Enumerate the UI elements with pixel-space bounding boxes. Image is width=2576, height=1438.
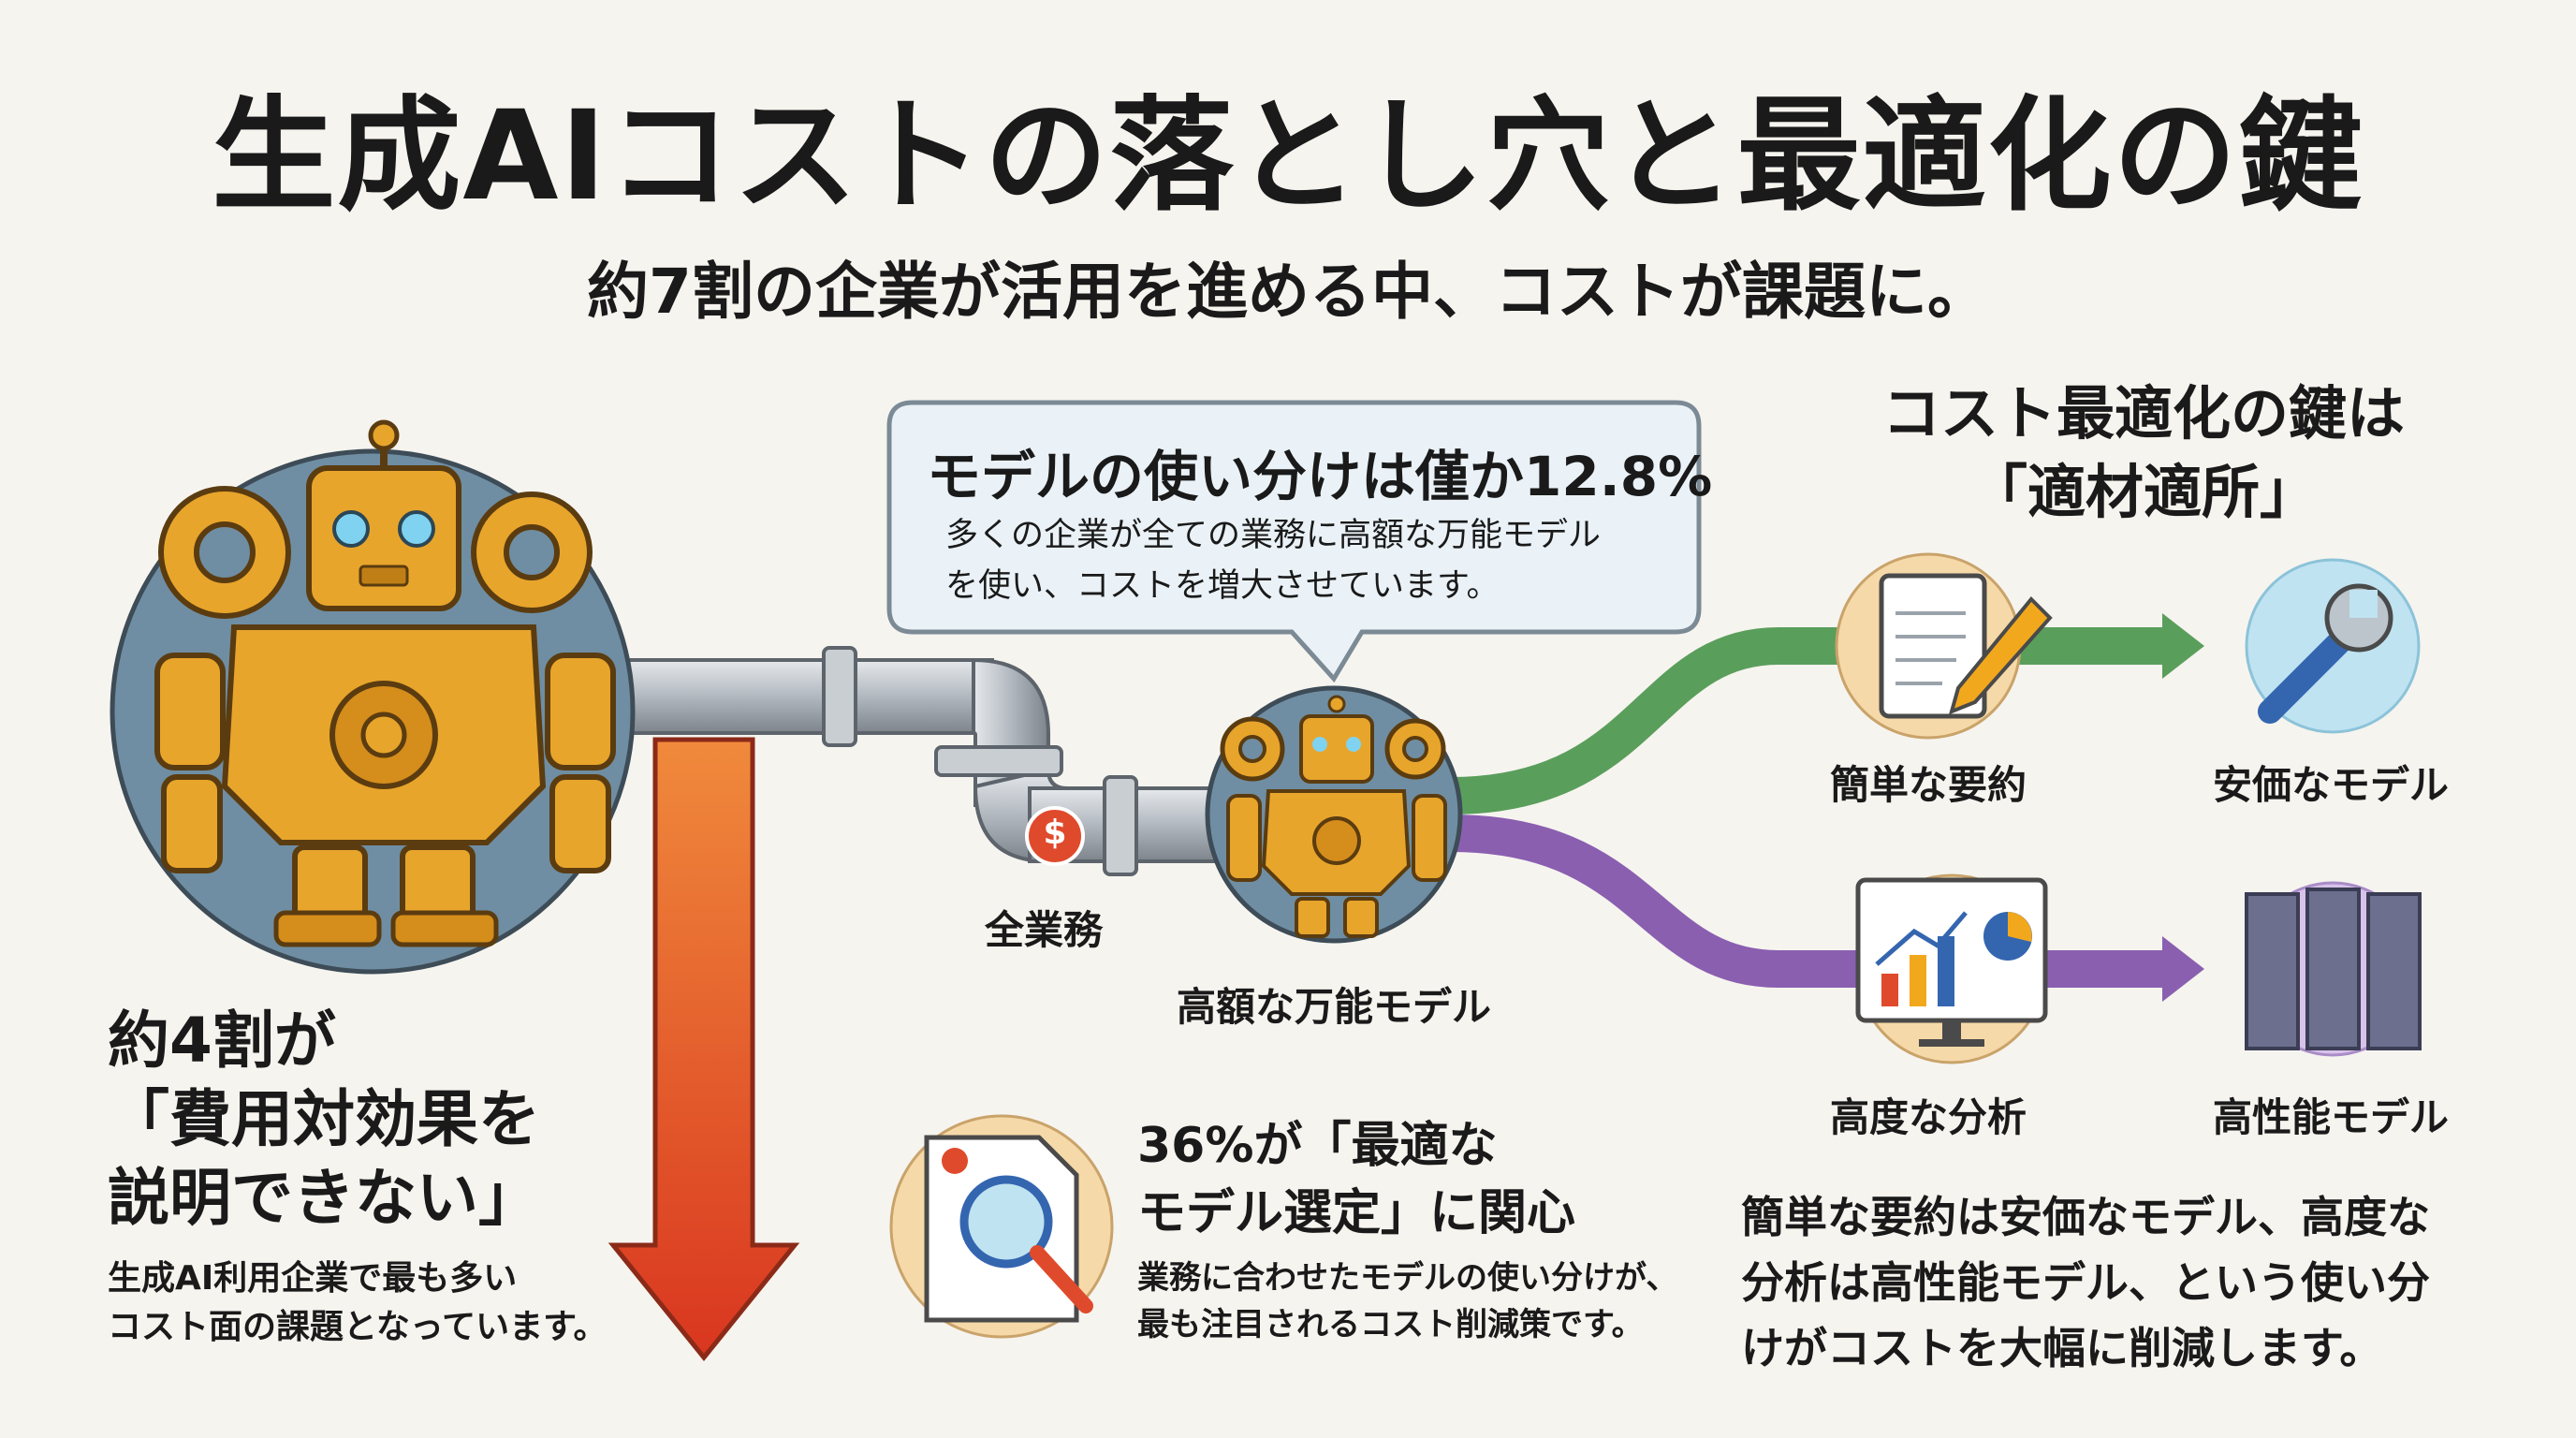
purple-route <box>1450 814 2204 1002</box>
wrench-icon <box>2245 558 2421 734</box>
cost-down-arrow <box>607 737 800 1361</box>
stat-head-line: 「費用対効果を <box>108 1083 540 1155</box>
model-selection-stat: 36%が「最適な モデル選定」に関心 <box>1137 1112 1575 1247</box>
mid-body-line: 最も注目されるコスト削減策です。 <box>1137 1306 1644 1343</box>
simple-summary-label: 簡単な要約 <box>1829 762 2027 808</box>
cheap-model-label: 安価なモデル <box>2212 762 2449 808</box>
page-title: 生成AIコストの落とし穴と最適化の鍵 <box>212 84 2364 228</box>
stat-body-line: 生成AI利用企業で最も多い <box>108 1259 518 1298</box>
speech-bubble <box>886 400 1702 683</box>
cost-effectiveness-desc: 生成AI利用企業で最も多い コスト面の課題となっています。 <box>108 1255 607 1352</box>
mid-head-line: 36%が「最適な <box>1137 1118 1498 1174</box>
small-robot-icon <box>1205 685 1463 944</box>
summary-line: 分析は高性能モデル、という使い分 <box>1741 1257 2430 1308</box>
high-perf-model-label: 高性能モデル <box>2212 1094 2449 1140</box>
big-robot-icon <box>110 419 636 975</box>
bubble-body-line: 多くの企業が全ての業務に高額な万能モデル <box>945 517 1602 554</box>
cost-effectiveness-stat: 約4割が 「費用対効果を 説明できない」 <box>108 1002 540 1238</box>
stat-head-line: 説明できない」 <box>108 1162 540 1234</box>
summary-line: 簡単な要約は安価なモデル、高度な <box>1741 1192 2430 1242</box>
advanced-analysis-label: 高度な分析 <box>1829 1094 2027 1140</box>
bubble-body: 多くの企業が全ての業務に高額な万能モデル を使い、コストを増大させています。 <box>945 510 1694 611</box>
monitor-chart-icon <box>1855 873 2048 1064</box>
green-route <box>1450 613 2204 814</box>
stat-head-line: 約4割が <box>108 1005 336 1077</box>
optimization-summary: 簡単な要約は安価なモデル、高度な 分析は高性能モデル、という使い分 けがコストを… <box>1741 1184 2490 1381</box>
mid-head-line: モデル選定」に関心 <box>1137 1185 1576 1241</box>
all-tasks-label: 全業務 <box>984 907 1103 953</box>
gear-icon <box>158 486 291 619</box>
mid-body-line: 業務に合わせたモデルの使い分けが、 <box>1137 1259 1678 1297</box>
key-head-line: コスト最適化の鍵は <box>1881 379 2405 448</box>
pencil-icon <box>1948 596 2053 715</box>
optimization-key-heading: コスト最適化の鍵は 「適材適所」 <box>1760 374 2527 532</box>
server-icon <box>2245 881 2422 1057</box>
gear-icon <box>471 492 593 613</box>
summary-line: けがコストを大幅に削減します。 <box>1741 1323 2383 1373</box>
dollar-icon <box>1025 806 1085 866</box>
page-subtitle: 約7割の企業が活用を進める中、コストが課題に。 <box>587 256 1989 328</box>
stat-body-line: コスト面の課題となっています。 <box>108 1308 607 1346</box>
bubble-body-line: を使い、コストを増大させています。 <box>945 567 1500 605</box>
dollar-label: $ <box>1043 814 1067 852</box>
magnifier-icon <box>959 1175 1093 1313</box>
model-selection-desc: 業務に合わせたモデルの使い分けが、 最も注目されるコスト削減策です。 <box>1137 1255 1677 1348</box>
key-head-line: 「適材適所」 <box>1969 458 2318 526</box>
expensive-model-label: 高額な万能モデル <box>1176 984 1491 1030</box>
bubble-title: モデルの使い分けは僅か12.8% <box>927 445 1713 508</box>
